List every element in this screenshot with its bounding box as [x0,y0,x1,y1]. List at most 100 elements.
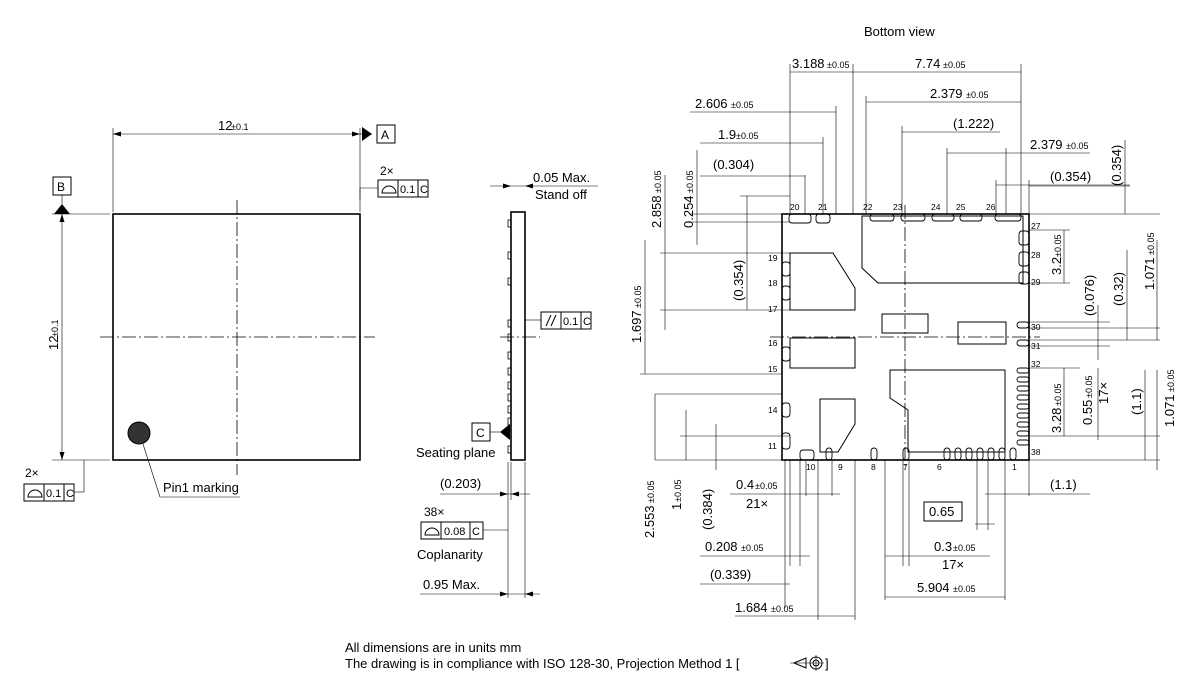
exposed-pads [789,215,1024,453]
dim-1071-a-tol: ±0.05 [1146,233,1156,255]
dim-0254: 0.254 [681,195,696,228]
parallel-datum: C [583,316,591,328]
coplanarity-label: Coplanarity [417,547,483,562]
dim-774-tol: ±0.05 [943,60,965,70]
pin-19: 19 [768,253,778,263]
pin-26: 26 [986,202,996,212]
dim-1697-tol: ±0.05 [633,286,643,308]
top-dim-lines [690,71,1130,186]
dim-0254-tol: ±0.05 [685,171,695,193]
dim-2858: 2.858 [649,195,664,228]
pads-left [781,261,791,450]
right-dim-lines [1063,140,1158,470]
pin-28: 28 [1031,250,1041,260]
seating-plane: Seating plane [416,445,496,460]
dim-3188: 3.188 [792,56,825,71]
dim-0208: 0.208 [705,539,738,554]
bottom-dim-lines [700,493,1090,617]
dim-0076: (0.076) [1082,275,1097,316]
pin-23: 23 [893,202,903,212]
dim-1071-b-tol: ±0.05 [1166,370,1176,392]
dim-11-bottom: (1.1) [1050,477,1077,492]
pin-22: 22 [863,202,873,212]
dim-5904-tol: ±0.05 [953,584,975,594]
count-right: 2× [380,164,394,178]
dim-0354-top: (0.354) [1050,169,1091,184]
width-dim: 12 [218,118,232,133]
dim-774: 7.74 [915,56,940,71]
dim-21x: 21× [746,496,768,511]
pads-top [788,213,1022,224]
side-view: 0.05 Max. Stand off 0.1 C C Seating plan… [416,170,598,598]
dim-2379-a-tol: ±0.05 [966,90,988,100]
dim-03-tol: ±0.05 [953,543,975,553]
tol-datum-right: C [420,184,428,196]
pads-right [1016,230,1030,446]
datum-c: C [476,426,485,440]
pin-6: 6 [937,462,942,472]
pin-29: 29 [1031,277,1041,287]
pin-8: 8 [871,462,876,472]
dim-1684-tol: ±0.05 [771,604,793,614]
dim-1071-b: 1.071 [1162,394,1177,427]
dim-328-tol: ±0.05 [1053,384,1063,406]
width-tol: ±0.1 [231,122,248,132]
right-dim-text: (0.354) 3.2 ±0.05 (0.076) (0.32) 1.071 ±… [1049,145,1177,433]
pin-32: 32 [1031,359,1041,369]
dim-32-tol: ±0.05 [1053,235,1063,257]
pin1-label: Pin1 marking [163,480,239,495]
tol-value-right: 0.1 [400,184,415,196]
dim-32: 3.2 [1049,257,1064,275]
pin-38: 38 [1031,447,1041,457]
coplanarity-value: 0.08 [444,526,465,538]
dim-2379-a: 2.379 [930,86,963,101]
dim-1222: (1.222) [953,116,994,131]
pin-16: 16 [768,338,778,348]
height-tol: ±0.1 [50,320,60,337]
pin-1: 1 [1012,462,1017,472]
dim-2553: 2.553 [642,505,657,538]
dim-1071-a: 1.071 [1142,257,1157,290]
pin1-marker [127,421,151,445]
dim-0339: (0.339) [710,567,751,582]
bottom-view: Bottom view [629,24,1177,620]
dim-2858-tol: ±0.05 [653,171,663,193]
dim-055-tol: ±0.05 [1084,376,1094,398]
footer-units-note: All dimensions are in units mm [345,640,522,655]
dim-11-right: (1.1) [1129,388,1144,415]
dim-032: (0.32) [1111,272,1126,306]
footer-iso-note: The drawing is in compliance with ISO 12… [345,656,740,671]
coplanarity-count: 38× [424,505,444,519]
dim-04-tol: ±0.05 [755,481,777,491]
dim-0384: (0.384) [700,489,715,530]
dim-055: 0.55 [1080,400,1095,425]
bottom-dim-text: 0.4 ±0.05 21× (1.1) 0.65 0.208 ±0.05 0.3… [705,477,1077,615]
dim-2606: 2.606 [695,96,728,111]
height-max: 0.95 Max. [423,577,480,592]
dim-1-tol: ±0.05 [673,480,683,502]
pin-27: 27 [1031,221,1041,231]
coplanarity-datum: C [472,526,480,538]
svg-text:]: ] [825,656,829,671]
dim-0304: (0.304) [713,157,754,172]
dim-19-tol: ±0.05 [736,131,758,141]
dim-2606-tol: ±0.05 [731,100,753,110]
dim-2553-tol: ±0.05 [646,481,656,503]
pin-25: 25 [956,202,966,212]
pin-15: 15 [768,364,778,374]
pin-7: 7 [903,462,908,472]
dim-328: 3.28 [1049,408,1064,433]
pin-11: 11 [768,441,777,451]
projection-method-icon: ] [790,655,829,671]
standoff-label: Stand off [535,187,587,202]
left-dim-text: 0.254 ±0.05 2.858 ±0.05 (0.354) 1.697 ±0… [629,171,746,538]
dim-5904: 5.904 [917,580,950,595]
standoff-max: 0.05 Max. [533,170,590,185]
dim-0208-tol: ±0.05 [741,543,763,553]
dim-17x-bottom: 17× [942,557,964,572]
dim-1697: 1.697 [629,310,644,343]
package-outline-side [510,211,526,461]
top-view: 12 ±0.1 A 2× 0.1 C 12 ±0.1 B 2× [23,118,429,502]
dim-065: 0.65 [929,504,954,519]
